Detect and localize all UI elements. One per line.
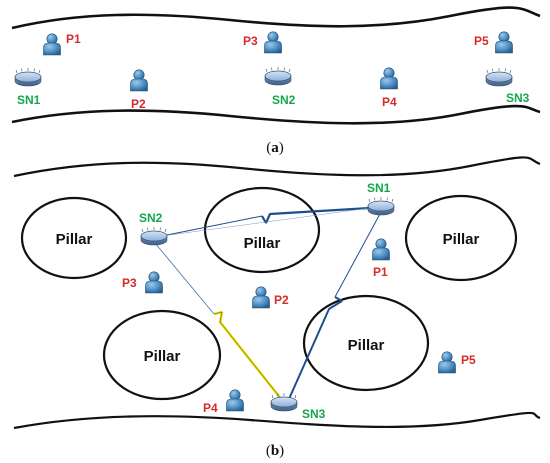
panel-a-person-label-p3: P3 (243, 34, 258, 48)
pillar-label-3: Pillar (443, 231, 480, 248)
panel-b-person-label-p4: P4 (203, 401, 218, 415)
sensor-node-icon (367, 196, 395, 216)
sensor-node-icon (14, 67, 42, 87)
person-icon (252, 286, 270, 309)
pillar-1 (20, 196, 128, 280)
person-icon (145, 271, 163, 294)
sensor-node-icon (270, 392, 298, 412)
panel-a-person-label-p5: P5 (474, 34, 489, 48)
panel-b-top-wall (13, 156, 541, 178)
panel-b-caption: (b) (266, 443, 284, 459)
person-icon (264, 31, 282, 54)
panel-a-person-label-p1: P1 (66, 32, 81, 46)
panel-b-bottom-wall (13, 411, 541, 430)
pillar-label-2: Pillar (244, 235, 281, 252)
sensor-node-icon (485, 67, 513, 87)
panel-a: P1 P2 P3 P4 P5 SN1 SN2 SN3 (a) (11, 6, 541, 156)
sensor-node-icon (264, 66, 292, 86)
person-icon (380, 67, 398, 90)
panel-b-person-label-p3: P3 (122, 276, 137, 290)
pillar-3 (404, 194, 518, 282)
panel-a-person-label-p2: P2 (131, 97, 146, 111)
panel-a-top-wall (11, 6, 541, 30)
pillar-label-1: Pillar (56, 231, 93, 248)
panel-a-node-label-sn3: SN3 (506, 91, 530, 105)
person-icon (372, 238, 390, 261)
panel-b-person-label-p1: P1 (373, 265, 388, 279)
pillar-2 (203, 186, 321, 274)
pillar-label-5: Pillar (348, 337, 385, 354)
panel-b-person-label-p2: P2 (274, 293, 289, 307)
panel-b-node-label-sn2: SN2 (139, 211, 163, 225)
person-icon (43, 33, 61, 56)
pillar-5 (302, 294, 430, 392)
link-sn2-sn1 (161, 206, 371, 237)
panel-a-person-label-p4: P4 (382, 95, 397, 109)
person-icon (438, 351, 456, 374)
panel-b: Pillar Pillar Pillar Pillar Pillar SN2 S… (13, 156, 541, 459)
pillar-4 (102, 309, 222, 401)
panel-b-node-label-sn3: SN3 (302, 407, 326, 421)
sensor-node-icon (140, 226, 168, 246)
panel-a-caption: (a) (266, 140, 284, 156)
panel-a-bottom-wall (11, 104, 541, 125)
panel-b-person-label-p5: P5 (461, 353, 476, 367)
link-sn2-sn3 (154, 242, 283, 401)
link-sn1-sn3 (288, 211, 382, 400)
panel-b-node-label-sn1: SN1 (367, 181, 391, 195)
person-icon (130, 69, 148, 92)
panel-a-node-label-sn2: SN2 (272, 93, 296, 107)
person-icon (495, 31, 513, 54)
panel-a-node-label-sn1: SN1 (17, 93, 41, 107)
person-icon (226, 389, 244, 412)
pillar-label-4: Pillar (144, 348, 181, 365)
